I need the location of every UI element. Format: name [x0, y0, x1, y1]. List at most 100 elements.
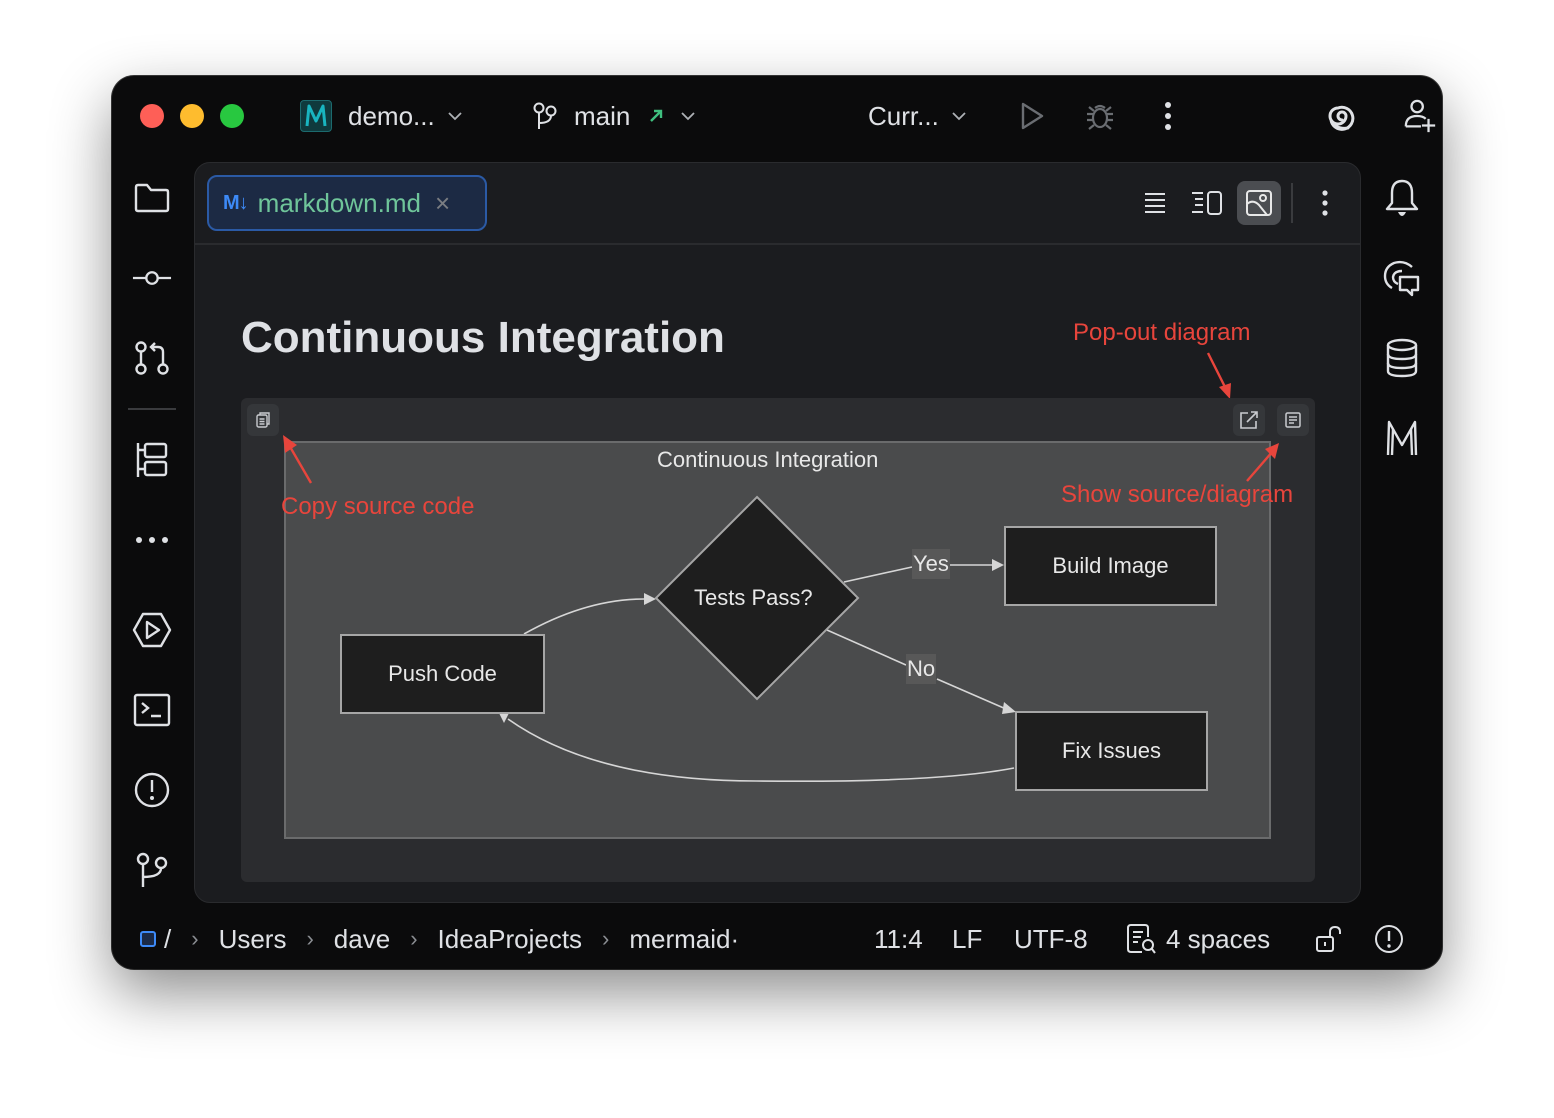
breadcrumb-mermaid[interactable]: mermaid·	[629, 923, 740, 954]
mermaid-icon	[1386, 420, 1418, 456]
popout-diagram-button[interactable]	[1233, 404, 1265, 436]
sidebar-divider	[128, 408, 176, 410]
external-link-icon	[1240, 411, 1258, 429]
node-push-code-label: Push Code	[388, 661, 497, 686]
debug-button[interactable]	[1082, 98, 1118, 134]
problems-icon	[134, 772, 170, 808]
add-user-icon	[1404, 99, 1436, 133]
node-push-code[interactable]: Push Code	[340, 634, 545, 714]
sidebar-item-commit[interactable]	[132, 258, 172, 298]
sidebar-item-pull-requests[interactable]	[132, 338, 172, 378]
copy-source-button[interactable]	[247, 404, 279, 436]
problems-status[interactable]	[1374, 916, 1404, 962]
chevron-right-icon: ›	[410, 926, 418, 951]
branch-icon	[533, 102, 557, 129]
line-ending[interactable]: LF	[952, 923, 983, 954]
warning-circle-icon	[1375, 925, 1403, 953]
chevron-down-icon	[448, 112, 462, 121]
sidebar-item-database[interactable]	[1382, 338, 1422, 378]
toolbar-separator	[1291, 183, 1293, 223]
sidebar-item-mermaid[interactable]	[1382, 418, 1422, 458]
annotation-popout: Pop-out diagram	[1073, 319, 1251, 346]
sidebar-item-ai-chat[interactable]	[1382, 258, 1422, 298]
commit-icon	[132, 271, 172, 285]
run-config-selector[interactable]: Curr...	[868, 96, 967, 136]
chevron-down-icon	[952, 112, 966, 121]
folder-icon	[134, 183, 170, 213]
sidebar-item-services[interactable]	[132, 610, 172, 650]
ai-assistant-button[interactable]	[1324, 98, 1360, 134]
indent-settings[interactable]: 4 spaces	[1126, 916, 1270, 962]
more-actions-button[interactable]	[1150, 98, 1186, 134]
file-encoding[interactable]: UTF-8	[1014, 923, 1088, 954]
source-toggle-icon	[1285, 412, 1301, 428]
bug-icon	[1087, 104, 1113, 130]
breadcrumb-users[interactable]: Users	[218, 923, 287, 954]
pull-request-icon	[135, 341, 169, 375]
tab-markdown-md[interactable]: M↓ markdown.md ×	[207, 175, 487, 231]
breadcrumb-dave[interactable]: dave	[333, 923, 391, 954]
unlock-icon	[1316, 925, 1341, 952]
tab-label: markdown.md	[257, 187, 421, 218]
close-window-button[interactable]	[140, 104, 164, 128]
sidebar-item-notifications[interactable]	[1382, 178, 1422, 218]
sidebar-item-structure[interactable]	[132, 440, 172, 480]
chevron-right-icon: ›	[602, 926, 610, 951]
sidebar-item-more[interactable]	[132, 520, 172, 560]
minimize-window-button[interactable]	[180, 104, 204, 128]
markdown-file-icon: M↓	[223, 191, 249, 214]
node-build-image[interactable]: Build Image	[1004, 526, 1217, 606]
preview-only-button[interactable]	[1237, 181, 1281, 225]
branch-selector[interactable]: main	[532, 96, 696, 136]
vertical-dots-icon	[1165, 102, 1171, 130]
editor-more-options-button[interactable]	[1303, 181, 1347, 225]
node-build-image-label: Build Image	[1052, 553, 1169, 578]
run-config-name: Curr...	[868, 100, 939, 131]
breadcrumb-root[interactable]: /	[164, 923, 172, 954]
annotation-arrow-popout	[1206, 352, 1231, 399]
split-view-icon	[1192, 191, 1222, 215]
node-fix-issues[interactable]: Fix Issues	[1015, 711, 1208, 791]
document-heading: Continuous Integration	[241, 313, 725, 362]
git-branch-icon	[136, 852, 168, 887]
lines-icon	[1145, 193, 1165, 213]
edge-label-yes: Yes	[912, 549, 950, 579]
read-only-toggle[interactable]	[1314, 916, 1344, 962]
sidebar-item-terminal[interactable]	[132, 690, 172, 730]
diagram-edges	[499, 559, 1016, 783]
image-preview-icon	[1246, 190, 1272, 216]
add-collaborator-button[interactable]	[1402, 98, 1438, 134]
editor-and-preview-button[interactable]	[1185, 181, 1229, 225]
breadcrumb-ideaprojects[interactable]: IdeaProjects	[437, 923, 583, 954]
status-bar: / › Users › dave › IdeaProjects › mermai…	[112, 916, 1442, 962]
play-icon	[1021, 102, 1044, 130]
cursor-position[interactable]: 11:4	[874, 923, 923, 954]
project-selector[interactable]: demo...	[300, 96, 463, 136]
annotation-arrow-show-source	[1246, 443, 1279, 482]
node-tests-pass[interactable]: Tests Pass?	[694, 585, 813, 610]
ide-window: demo... main Curr...	[112, 76, 1442, 969]
database-icon	[1386, 338, 1418, 378]
vertical-dots-icon	[1322, 190, 1328, 216]
diagram-canvas: Continuous Integration	[284, 441, 1271, 839]
chevron-right-icon: ›	[306, 926, 314, 951]
sidebar-item-git[interactable]	[132, 850, 172, 890]
project-name: demo...	[348, 100, 435, 131]
annotation-arrow-copy	[283, 435, 313, 484]
chevron-right-icon: ›	[191, 926, 199, 951]
sidebar-item-problems[interactable]	[132, 770, 172, 810]
ai-chat-icon	[1383, 260, 1420, 297]
chevron-down-icon	[681, 112, 695, 121]
sidebar-item-project[interactable]	[132, 178, 172, 218]
node-fix-issues-label: Fix Issues	[1061, 738, 1162, 763]
diagram-title: Continuous Integration	[657, 447, 879, 472]
run-button[interactable]	[1014, 98, 1050, 134]
editor-only-button[interactable]	[1133, 181, 1177, 225]
indent-label: 4 spaces	[1166, 923, 1271, 954]
zoom-window-button[interactable]	[220, 104, 244, 128]
mermaid-diagram-block: Continuous Integration	[241, 398, 1315, 882]
tab-close-icon[interactable]: ×	[434, 188, 451, 218]
indent-inspect-icon	[1127, 924, 1156, 954]
toggle-source-diagram-button[interactable]	[1277, 404, 1309, 436]
bell-icon	[1385, 179, 1419, 216]
